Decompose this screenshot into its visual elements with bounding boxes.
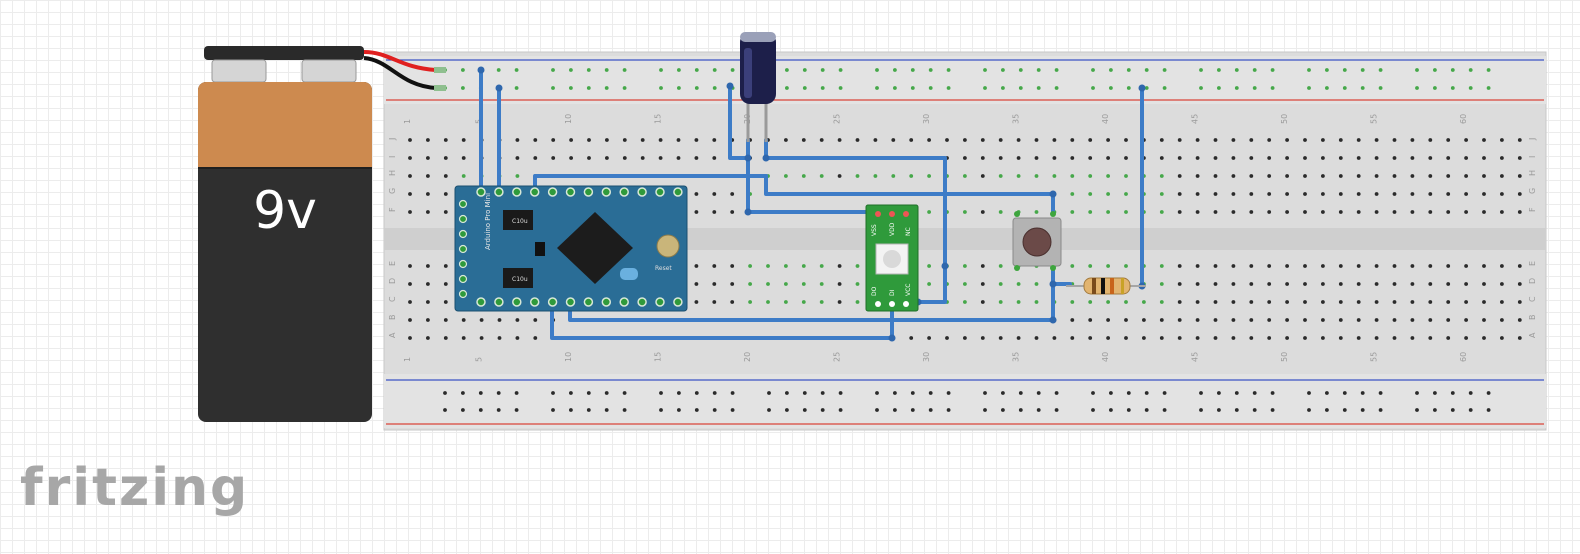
battery-lead-black [363, 56, 437, 90]
row-letter: I [388, 156, 397, 158]
jumper-wires [479, 68, 1144, 340]
row-letter: C [388, 296, 397, 302]
column-number: 60 [1459, 114, 1468, 124]
row-letter: H [1528, 170, 1537, 176]
row-letter: F [388, 207, 397, 212]
battery-label: 9v [253, 181, 317, 241]
column-number: 35 [1012, 352, 1021, 362]
push-button [1012, 211, 1062, 271]
column-number: 1 [403, 119, 412, 124]
led-pin-label-vss: VSS [871, 224, 878, 236]
row-letter: H [388, 170, 397, 176]
column-number: 50 [1280, 114, 1289, 124]
led-pin-label-nc: NC [905, 227, 912, 236]
column-number: 45 [1191, 114, 1200, 124]
row-letter: G [388, 188, 397, 194]
arduino-header-pins [458, 187, 683, 307]
row-letter: J [1528, 138, 1537, 141]
row-letter: J [388, 138, 397, 141]
row-letter: B [1528, 315, 1537, 321]
column-number: 5 [475, 357, 484, 362]
led-pin-label-vdd: VDD [889, 222, 896, 236]
led-pin-label-do: DO [871, 286, 878, 296]
column-number: 30 [922, 352, 931, 362]
column-number: 55 [1370, 114, 1379, 124]
led-pin-label-di: DI [889, 289, 896, 296]
column-number: 60 [1459, 352, 1468, 362]
column-number: 15 [654, 352, 663, 362]
column-number: 40 [1101, 114, 1110, 124]
resistor [1066, 277, 1146, 295]
column-number: 25 [833, 114, 842, 124]
reset-label: Reset [655, 265, 672, 272]
row-letter: F [1528, 207, 1537, 212]
column-number: 55 [1370, 352, 1379, 362]
battery-lead-red [363, 50, 437, 72]
column-number: 10 [564, 352, 573, 362]
cap-label-2: C10u [512, 276, 528, 283]
column-number: 25 [833, 352, 842, 362]
row-letter: A [1528, 332, 1537, 338]
column-number: 45 [1191, 352, 1200, 362]
row-letter: G [1528, 188, 1537, 194]
row-letter: E [388, 261, 397, 266]
row-letter: C [1528, 296, 1537, 302]
fritzing-logo-text: fritzing [20, 458, 250, 518]
column-number: 15 [654, 114, 663, 124]
row-letter: A [388, 332, 397, 338]
row-letters: J J I I H H G G F F E E D D C C B B A A [388, 138, 1537, 338]
electrolytic-capacitor [740, 32, 776, 142]
column-number: 40 [1101, 352, 1110, 362]
battery-9v [198, 46, 372, 422]
column-number: 1 [403, 357, 412, 362]
cap-label-1: C10u [512, 218, 528, 225]
column-number: 50 [1280, 352, 1289, 362]
column-number: 20 [743, 352, 752, 362]
board-name: Arduino Pro Mini [484, 193, 492, 250]
wire-d2-led-di [550, 300, 894, 340]
row-letter: E [1528, 261, 1537, 266]
arduino-pro-mini: C10u C10u Reset Arduino Pro Mini [454, 185, 688, 312]
column-number: 10 [564, 114, 573, 124]
row-letter: D [1528, 278, 1537, 284]
breadboard: 1155101015152020252530303535404045455050… [383, 51, 1547, 431]
row-letter: I [1528, 156, 1537, 158]
wire-button-vcc [764, 174, 1055, 216]
led-pin-label-vcc: VCC [905, 284, 912, 296]
row-letter: B [388, 315, 397, 321]
column-numbers: 1155101015152020252530303535404045455050… [403, 114, 1468, 362]
column-number: 30 [922, 114, 931, 124]
wire-cap-neg [728, 84, 750, 160]
led-module: VSS VDD NC DO DI VCC [865, 204, 919, 312]
wire-cap-pos [764, 138, 947, 304]
row-letter: D [388, 278, 397, 284]
column-number: 35 [1012, 114, 1021, 124]
